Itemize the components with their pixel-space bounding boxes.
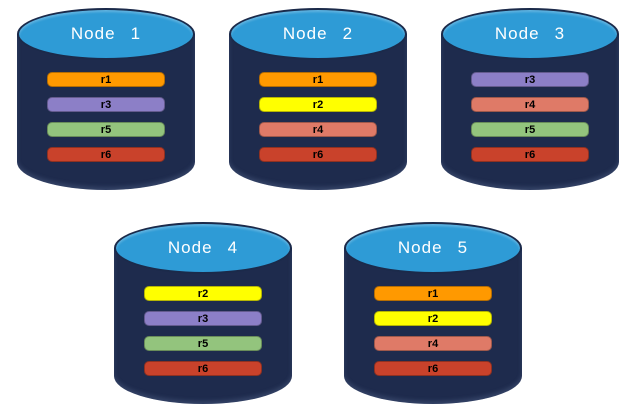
node-5-cylinder-body [344,248,522,404]
partition-bar: r2 [259,97,377,112]
node-1-cylinder-body [17,34,195,190]
node-3-cylinder-top: Node 3 [441,8,619,60]
node-3-partitions: r3 r4 r5 r6 [471,72,589,162]
node-5-cylinder: Node 5 r1 r2 r4 r6 [344,222,522,404]
node-1-cylinder-top: Node 1 [17,8,195,60]
node-3-cylinder-body [441,34,619,190]
partition-bar: r3 [144,311,262,326]
partition-bar: r5 [47,122,165,137]
node-1-cylinder: Node 1 r1 r3 r5 r6 [17,8,195,190]
partition-bar: r2 [144,286,262,301]
node-4-title: Node 4 [167,238,239,257]
partition-bar: r6 [259,147,377,162]
partition-bar: r4 [471,97,589,112]
node-5-title: Node 5 [397,238,469,257]
partition-bar: r6 [374,361,492,376]
top-row: Node 1 r1 r3 r5 r6 Node 2 r1 r2 r4 r6 [0,0,636,190]
bottom-row: Node 4 r2 r3 r5 r6 Node 5 r1 r2 r4 r6 [0,222,636,404]
node-1-partitions: r1 r3 r5 r6 [47,72,165,162]
node-4-cylinder: Node 4 r2 r3 r5 r6 [114,222,292,404]
partition-bar: r1 [374,286,492,301]
node-2-title: Node 2 [282,24,354,43]
node-1-title: Node 1 [70,24,142,43]
partition-bar: r6 [471,147,589,162]
node-4-partitions: r2 r3 r5 r6 [144,286,262,376]
node-4-cylinder-body [114,248,292,404]
partition-bar: r2 [374,311,492,326]
partition-bar: r1 [47,72,165,87]
node-3-cylinder: Node 3 r3 r4 r5 r6 [441,8,619,190]
partition-bar: r3 [47,97,165,112]
node-2-cylinder-top: Node 2 [229,8,407,60]
partition-bar: r4 [374,336,492,351]
node-2-cylinder: Node 2 r1 r2 r4 r6 [229,8,407,190]
node-4-cylinder-top: Node 4 [114,222,292,274]
partition-bar: r5 [471,122,589,137]
partition-bar: r6 [47,147,165,162]
partition-bar: r3 [471,72,589,87]
node-5-cylinder-top: Node 5 [344,222,522,274]
node-3-title: Node 3 [494,24,566,43]
node-2-cylinder-body [229,34,407,190]
partition-bar: r6 [144,361,262,376]
node-2-partitions: r1 r2 r4 r6 [259,72,377,162]
partition-bar: r5 [144,336,262,351]
partition-bar: r4 [259,122,377,137]
partition-bar: r1 [259,72,377,87]
node-5-partitions: r1 r2 r4 r6 [374,286,492,376]
